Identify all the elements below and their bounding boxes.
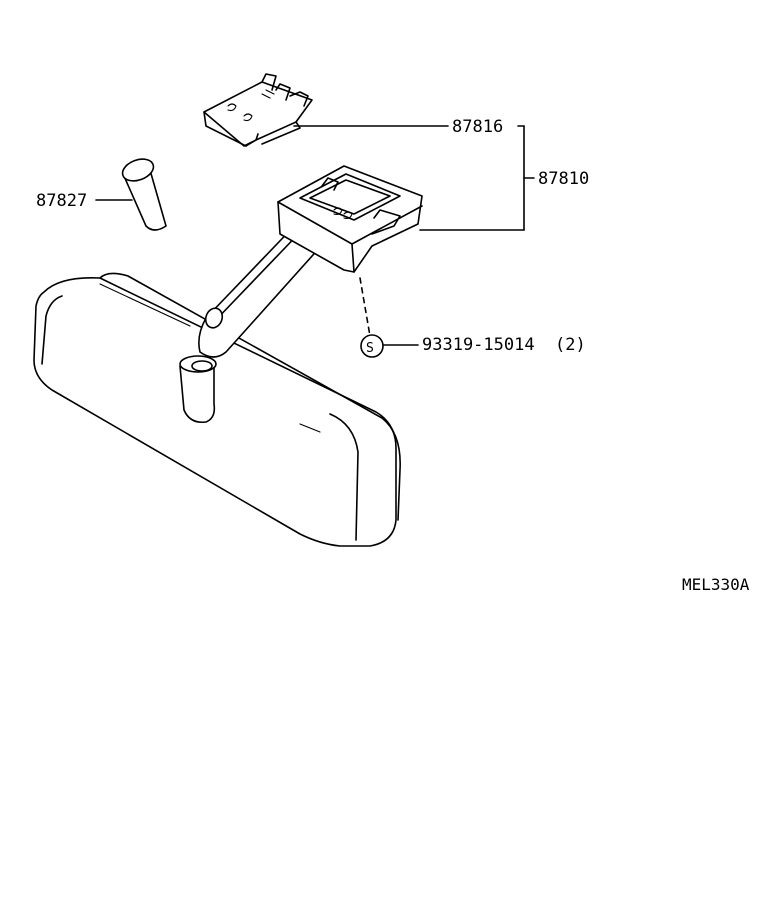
screw-symbol-label: S xyxy=(366,341,374,356)
part-number-retainer: 87816 xyxy=(452,117,503,137)
screw-symbol-icon: S xyxy=(360,334,384,358)
cap-drawing xyxy=(121,158,167,231)
part-number-mirror-assembly: 87810 xyxy=(538,169,589,189)
mirror-body-drawing xyxy=(33,272,401,547)
part-number-screw: 93319-15014 xyxy=(422,335,535,355)
mount-base-drawing xyxy=(277,165,423,273)
screw-quantity: (2) xyxy=(555,335,586,355)
diagram-code: MEL330A xyxy=(682,575,750,594)
leader-lines xyxy=(95,125,535,346)
retainer-plate-drawing xyxy=(203,73,313,147)
part-number-cap: 87827 xyxy=(36,191,87,211)
mirror-stay-drawing xyxy=(198,219,331,358)
